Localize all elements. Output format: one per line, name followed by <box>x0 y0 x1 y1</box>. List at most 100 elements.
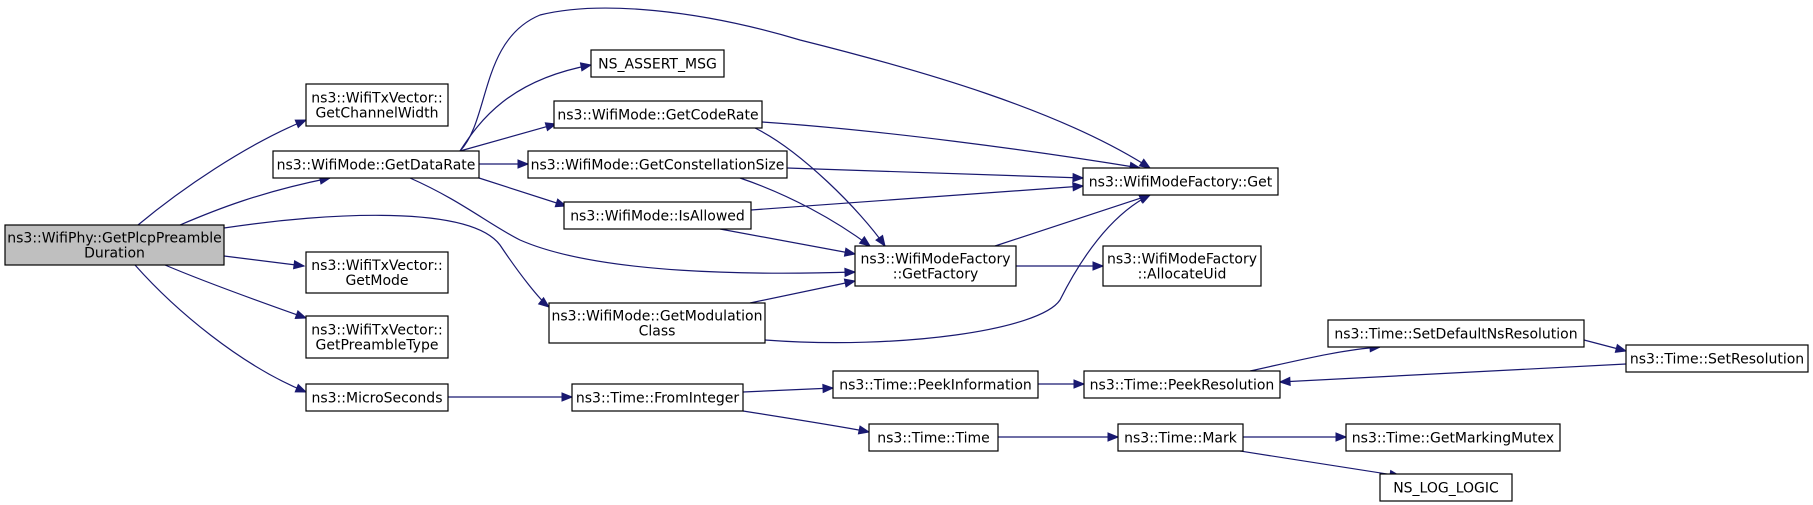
node-label: ns3::MicroSeconds <box>311 391 442 407</box>
arrowhead <box>843 247 857 257</box>
arrowhead <box>1072 182 1085 192</box>
node-label: ns3::WifiModeFactory <box>1107 252 1257 268</box>
node-box <box>527 150 788 179</box>
edge-root-to-microSeconds <box>134 264 308 393</box>
arrowhead <box>294 310 308 319</box>
node-box <box>1625 344 1809 373</box>
call-nodes: ns3::WifiPhy::GetPlcpPreambleDurationns3… <box>4 49 1809 502</box>
arrowhead <box>1107 432 1120 442</box>
edge-getConstellationSize-to-getFactory <box>739 177 872 247</box>
node-box <box>1083 370 1281 399</box>
node-label: ns3::Time::SetDefaultNsResolution <box>1334 327 1577 343</box>
node-label: NS_LOG_LOGIC <box>1393 481 1499 497</box>
node-box <box>305 83 449 127</box>
edge-getDataRate-to-isAllowed <box>478 177 568 208</box>
node-label: ns3::WifiTxVector:: <box>311 323 442 339</box>
node-label: ns3::Time::GetMarkingMutex <box>1352 431 1554 447</box>
edge-getFactory-to-allocateUid <box>1016 261 1105 271</box>
edge-timeTime-to-timeMark <box>998 432 1120 442</box>
node-box <box>832 370 1039 399</box>
node-nsAssertMsg[interactable]: NS_ASSERT_MSG <box>590 49 725 78</box>
node-label: ns3::WifiMode::GetConstellationSize <box>531 158 785 174</box>
edge-timeMark-to-getMarkingMutex <box>1243 432 1348 442</box>
arrowhead <box>844 267 857 278</box>
edge-getCodeRate-to-factoryGet <box>761 121 1142 171</box>
node-getMode[interactable]: ns3::WifiTxVector::GetMode <box>305 251 449 294</box>
arrowhead <box>579 62 593 72</box>
node-peekInformation[interactable]: ns3::Time::PeekInformation <box>832 370 1039 399</box>
arrowhead <box>858 235 872 247</box>
node-fromInteger[interactable]: ns3::Time::FromInteger <box>571 383 744 412</box>
node-timeTime[interactable]: ns3::Time::Time <box>868 423 999 452</box>
node-label: ns3::WifiMode::IsAllowed <box>570 209 745 225</box>
node-label: Class <box>639 324 676 340</box>
node-getDataRate[interactable]: ns3::WifiMode::GetDataRate <box>272 150 480 179</box>
node-setDefaultNsResolution[interactable]: ns3::Time::SetDefaultNsResolution <box>1327 319 1585 348</box>
edge-root-to-getPreambleType <box>164 264 308 319</box>
node-allocateUid[interactable]: ns3::WifiModeFactory::AllocateUid <box>1102 245 1262 287</box>
node-getFactory[interactable]: ns3::WifiModeFactory::GetFactory <box>854 245 1017 287</box>
edge-getDataRate-to-getCodeRate <box>459 122 558 152</box>
edge-root-to-getMode <box>223 255 306 270</box>
node-box <box>1117 423 1244 452</box>
edge-getConstellationSize-to-factoryGet <box>786 167 1085 183</box>
node-getCodeRate[interactable]: ns3::WifiMode::GetCodeRate <box>553 100 763 129</box>
node-label: NS_ASSERT_MSG <box>598 57 717 73</box>
arrowhead <box>1278 376 1291 387</box>
call-edges <box>134 7 1628 480</box>
node-setResolution[interactable]: ns3::Time::SetResolution <box>1625 344 1809 373</box>
arrowhead <box>843 278 857 288</box>
node-getPreambleType[interactable]: ns3::WifiTxVector::GetPreambleType <box>305 315 449 359</box>
node-box <box>868 423 999 452</box>
node-timeMark[interactable]: ns3::Time::Mark <box>1117 423 1244 452</box>
node-label: ns3::WifiModeFactory::Get <box>1089 175 1273 191</box>
node-isAllowed[interactable]: ns3::WifiMode::IsAllowed <box>563 201 752 230</box>
edge-peekResolution-to-setDefaultNsResolution <box>1249 343 1382 372</box>
arrowhead <box>561 392 574 402</box>
node-microSeconds[interactable]: ns3::MicroSeconds <box>305 383 449 412</box>
node-label: ::AllocateUid <box>1138 267 1227 283</box>
edge-getDataRate-to-factoryGet <box>459 7 1152 169</box>
node-label: ns3::WifiMode::GetDataRate <box>277 158 476 174</box>
node-label: Duration <box>84 246 145 262</box>
node-factoryGet[interactable]: ns3::WifiModeFactory::Get <box>1082 167 1279 196</box>
node-getChannelWidth[interactable]: ns3::WifiTxVector::GetChannelWidth <box>305 83 449 127</box>
arrowhead <box>857 425 871 435</box>
node-box <box>305 315 449 359</box>
edge-getModulationClass-to-getFactory <box>749 278 857 304</box>
edge-getCodeRate-to-getFactory <box>754 127 886 248</box>
node-label: ns3::Time::SetResolution <box>1630 352 1804 368</box>
node-label: ns3::WifiPhy::GetPlcpPreamble <box>7 231 222 247</box>
node-getConstellationSize[interactable]: ns3::WifiMode::GetConstellationSize <box>527 150 788 179</box>
edge-timeMark-to-nsLogLogic <box>1239 450 1402 480</box>
node-label: ::GetFactory <box>893 267 979 283</box>
node-peekResolution[interactable]: ns3::Time::PeekResolution <box>1083 370 1281 399</box>
arrowhead <box>544 122 558 132</box>
edge-fromInteger-to-timeTime <box>742 410 871 435</box>
node-label: ns3::Time::PeekInformation <box>839 378 1032 394</box>
node-box <box>571 383 744 412</box>
node-nsLogLogic[interactable]: NS_LOG_LOGIC <box>1379 473 1513 502</box>
node-label: ns3::WifiMode::GetModulation <box>552 309 763 325</box>
edge-getDataRate-to-getConstellationSize <box>479 159 530 169</box>
node-label: ns3::WifiTxVector:: <box>311 91 442 107</box>
arrowhead <box>294 119 308 129</box>
node-getMarkingMutex[interactable]: ns3::Time::GetMarkingMutex <box>1345 423 1561 452</box>
node-label: GetMode <box>345 273 408 289</box>
edge-setResolution-to-peekResolution <box>1278 363 1627 387</box>
node-box <box>1102 245 1262 287</box>
edge-isAllowed-to-factoryGet <box>750 182 1085 211</box>
node-label: ns3::WifiModeFactory <box>860 252 1010 268</box>
edge-root-to-getChannelWidth <box>137 119 308 226</box>
node-label: ns3::Time::Time <box>877 431 989 447</box>
node-box <box>553 100 763 129</box>
edge-peekInformation-to-peekResolution <box>1038 379 1086 389</box>
edge-root-to-getModulationClass <box>223 214 551 308</box>
edge-microSeconds-to-fromInteger <box>448 392 574 402</box>
arrowhead <box>1072 172 1085 183</box>
node-box <box>272 150 480 179</box>
arrowhead <box>822 383 835 394</box>
